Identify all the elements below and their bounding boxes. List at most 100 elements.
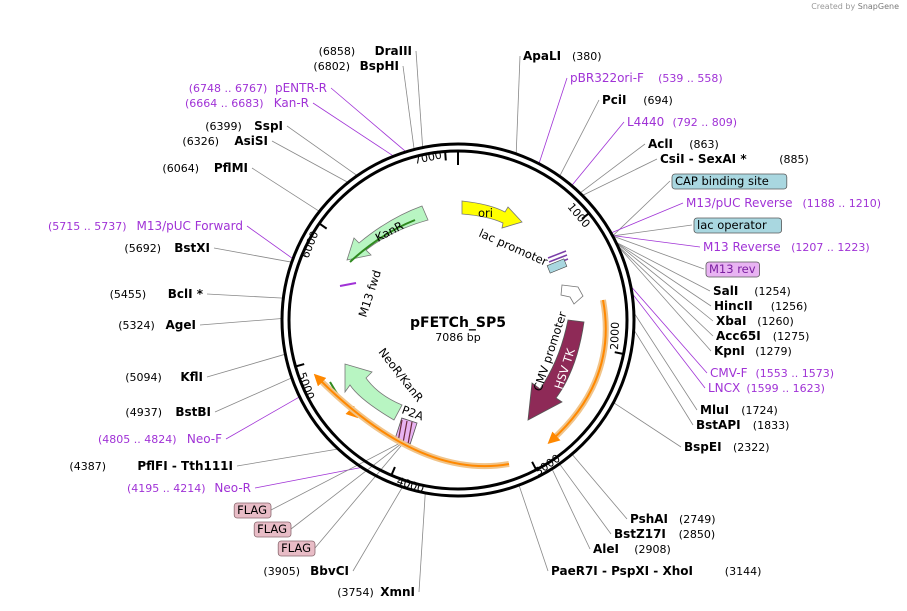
site-label-right[interactable]: AclI(863) (648, 137, 719, 151)
site-label-right[interactable]: SalI(1254) (713, 284, 791, 298)
site-label-right[interactable]: PshAI(2749) (630, 512, 716, 526)
label-position: (792 .. 809) (673, 116, 738, 129)
site-label-right[interactable]: BstAPI(1833) (696, 418, 789, 432)
label-position: (6748 .. 6767) (189, 82, 268, 95)
leader-line (612, 224, 693, 237)
site-label-left[interactable]: BclI *(5455) (110, 287, 204, 301)
site-label-left[interactable]: FLAG (233, 502, 272, 519)
credit-prefix: Created by (811, 2, 856, 11)
leader-line (330, 87, 407, 153)
site-label-right[interactable]: KpnI(1279) (714, 344, 792, 358)
leader-line (617, 245, 712, 352)
site-label-left[interactable]: Kan-R(6664 .. 6683) (185, 96, 309, 110)
site-label-right[interactable]: M13 Reverse(1207 .. 1223) (703, 240, 870, 254)
label-box (671, 173, 788, 190)
leader-line (616, 244, 714, 337)
site-label-left[interactable]: PflMI (6064) (162, 161, 248, 175)
site-label-left[interactable]: AgeI(5324) (118, 318, 196, 332)
label-name: PaeR7I - PspXI - XhoI (551, 564, 693, 578)
label-name: XbaI (716, 314, 746, 328)
ori-arrow[interactable] (461, 200, 523, 229)
leader-line (518, 484, 549, 572)
leader-line (633, 329, 694, 426)
site-label-right[interactable]: CMV-F (1553 .. 1573) (710, 366, 834, 380)
right-site-labels: ApaLI(380) pBR322ori-F(539 .. 558) PciI(69… (523, 49, 881, 578)
label-name: Neo-F (187, 432, 222, 446)
site-label-left[interactable]: M13/pUC Forward(5715 .. 5737) (48, 219, 243, 233)
leader-line (246, 225, 294, 260)
label-name: pENTR-R (275, 81, 327, 95)
leader-line (206, 353, 286, 378)
label-name: AgeI (166, 318, 196, 332)
label-position: (6064) (162, 162, 199, 175)
label-name: M13 rev (709, 262, 756, 276)
site-label-right[interactable]: BstZ17I(2850) (614, 527, 715, 541)
leader-line (352, 486, 403, 572)
label-name: Acc65I (716, 329, 761, 343)
site-label-left[interactable]: SspI(6399) (205, 119, 283, 133)
site-label-right[interactable]: L4440 (792 .. 809) (627, 115, 737, 129)
site-label-left[interactable]: AsiSI(6326) (182, 134, 268, 148)
label-position: (1599 .. 1623) (746, 382, 825, 395)
leader-line (515, 55, 521, 154)
leader-line (571, 453, 628, 520)
site-label-right[interactable]: M13/pUC Reverse(1188 .. 1210) (686, 196, 881, 210)
label-name: PciI (602, 93, 627, 107)
site-label-left[interactable]: XmnI(3754) (337, 585, 415, 599)
label-name: M13/pUC Reverse (686, 196, 793, 210)
label-name: PflMI (214, 161, 248, 175)
site-label-right[interactable]: LNCX(1599 .. 1623) (708, 381, 825, 395)
site-label-left[interactable]: FLAG (277, 540, 316, 557)
site-label-right[interactable]: HincII(1256) (714, 299, 807, 313)
leader-line (559, 99, 600, 177)
leader-line (610, 202, 684, 234)
site-label-left[interactable]: Neo-F(4805 .. 4824) (98, 432, 222, 446)
label-position: (863) (689, 138, 719, 151)
features (313, 200, 609, 470)
label-name: pBR322ori-F (570, 71, 644, 85)
site-label-right[interactable]: PciI(694) (602, 93, 673, 107)
label-name: L4440 (627, 115, 664, 129)
label-name: FLAG (281, 541, 311, 555)
site-label-right[interactable]: pBR322ori-F(539 .. 558) (570, 71, 723, 85)
leader-line (286, 125, 358, 176)
site-label-left[interactable]: BstXI(5692) (124, 241, 210, 255)
site-label-right[interactable]: PaeR7I - PspXI - XhoI(3144) (551, 564, 761, 578)
lac-promoter-arrow[interactable] (560, 284, 584, 305)
label-name: BbvCI (310, 564, 349, 578)
ruler-tick (295, 363, 305, 368)
label-position: (1553 .. 1573) (756, 367, 835, 380)
site-label-right[interactable]: MluI(1724) (700, 403, 778, 417)
hsv-tk-arrow[interactable] (527, 319, 585, 421)
site-label-left[interactable]: DraIII(6858) (319, 44, 412, 58)
site-label-right[interactable]: AleI(2908) (593, 542, 671, 556)
site-label-left[interactable]: BstBI(4937) (125, 405, 211, 419)
label-name: CMV-F (710, 366, 748, 380)
neor-kanr-arrow[interactable] (344, 363, 403, 421)
label-position: (3905) (263, 565, 300, 578)
site-label-left[interactable]: BbvCI (3905) (263, 564, 349, 578)
site-label-left[interactable]: FLAG (253, 521, 292, 538)
site-label-left[interactable]: Neo-R(4195 .. 4214) (127, 481, 251, 495)
site-label-left[interactable]: BspHI(6802) (313, 59, 399, 73)
site-label-left[interactable]: KflI(5094) (125, 370, 203, 384)
site-label-right[interactable]: M13 rev (705, 261, 760, 278)
site-label-right[interactable]: CsiI - SexAI *(885) (660, 152, 809, 166)
site-label-right[interactable]: ApaLI(380) (523, 49, 602, 63)
label-name: FLAG (237, 503, 267, 517)
leader-line (615, 242, 714, 322)
leader-line (271, 140, 349, 183)
site-label-right[interactable]: BspEI(2322) (684, 440, 770, 454)
leader-line (214, 377, 292, 413)
leader-lines (199, 50, 714, 593)
label-name: XmnI (380, 585, 415, 599)
label-position: (4937) (125, 406, 162, 419)
site-label-left[interactable]: PflFI - Tth111I(4387) (69, 459, 233, 473)
site-label-right[interactable]: lac operator (693, 217, 782, 234)
site-label-right[interactable]: XbaI(1260) (716, 314, 794, 328)
site-label-right[interactable]: Acc65I(1275) (716, 329, 809, 343)
site-label-left[interactable]: pENTR-R (6748 .. 6767) (189, 81, 327, 95)
site-label-right[interactable]: CAP binding site (671, 173, 788, 190)
label-position: (4387) (69, 460, 106, 473)
